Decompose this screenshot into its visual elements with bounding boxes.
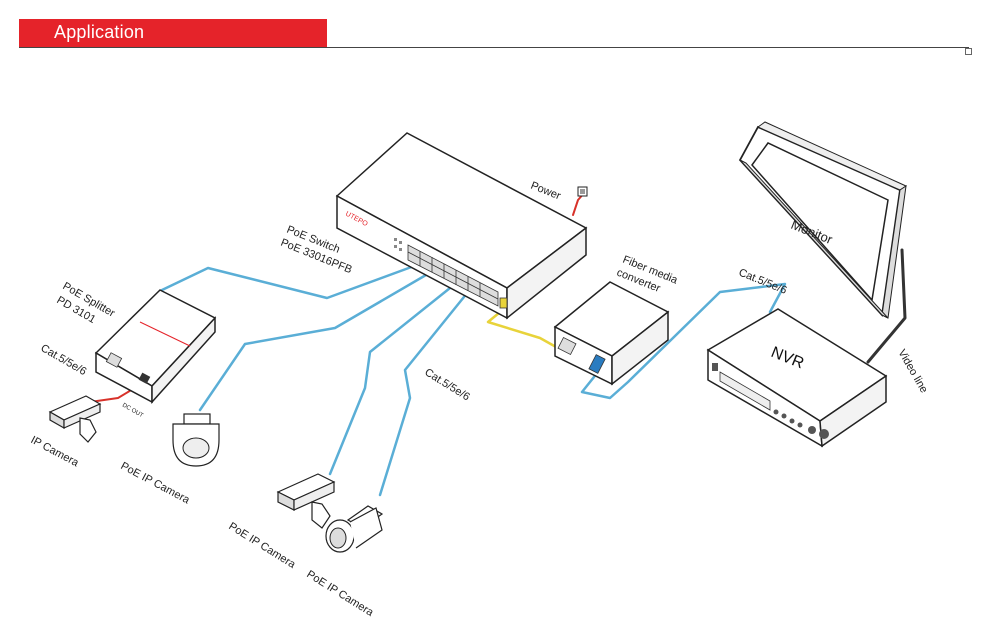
cable-label-right: Cat.5/5e/6	[737, 267, 789, 297]
power-label: Power	[529, 180, 563, 203]
ip-camera-icon	[48, 395, 102, 443]
cable-video-line	[866, 248, 907, 364]
cable-fiber-to-nvr	[580, 282, 787, 400]
dome-camera-icon	[172, 413, 220, 467]
cable-to-bullet-camera	[328, 282, 457, 476]
corner-marker	[965, 48, 972, 55]
cable-to-box-camera	[378, 290, 470, 497]
box-camera-icon	[325, 505, 384, 553]
header-divider	[19, 47, 969, 48]
section-header-bar	[19, 19, 327, 48]
cable-label-left: Cat.5/5e/6	[39, 342, 89, 378]
cable-yellow-fiber	[486, 306, 567, 354]
switch-leds	[394, 238, 402, 251]
bullet-camera-icon	[276, 473, 336, 529]
cable-to-splitter	[160, 260, 427, 300]
cable-label-center: Cat.5/5e/6	[422, 366, 471, 403]
nvr	[706, 308, 888, 448]
power-plug	[577, 186, 588, 197]
cable-to-dome-camera	[198, 266, 440, 412]
poe-camera-box-label: PoE IP Camera	[304, 568, 376, 618]
poe-camera-dome-label: PoE IP Camera	[119, 460, 193, 507]
poe-camera-bullet-label: PoE IP Camera	[226, 520, 298, 571]
fiber-port	[499, 297, 508, 309]
switch-ports	[407, 244, 499, 307]
video-line-label: Video line	[895, 348, 929, 396]
section-title: Application	[54, 22, 145, 42]
poe-splitter	[94, 289, 217, 404]
ip-camera-label: IP Camera	[29, 434, 82, 470]
monitor	[738, 121, 908, 319]
dc-out-label: DC OUT	[121, 403, 144, 420]
poe-switch: UTEPO	[335, 132, 588, 320]
fiber-media-converter	[553, 281, 670, 386]
